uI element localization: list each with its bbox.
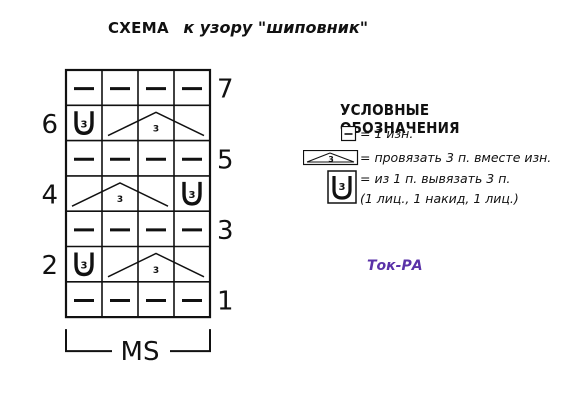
legend-item-make-3-detail: (1 лиц., 1 накид, 1 лиц.)	[360, 191, 519, 206]
purl-3-together-icon: 3	[302, 149, 359, 171]
symbol-digit: 3	[153, 125, 159, 135]
symbol-digit: 3	[81, 261, 88, 272]
row-number-left: 4	[41, 181, 58, 211]
row-number-right: 1	[217, 286, 234, 316]
symbol-digit: 3	[153, 266, 159, 276]
title-pattern-name: к узору "шиповник"	[183, 18, 369, 37]
symbol-digit: 3	[189, 190, 196, 201]
row-number-right: 3	[217, 216, 234, 246]
make-3-from-1-symbol	[74, 252, 94, 277]
purl-3-together-symbol	[71, 182, 169, 207]
legend-item-make-3: = из 1 п. вывязать 3 п.	[360, 171, 511, 186]
legend-title: УСЛОВНЫЕ ОБОЗНАЧЕНИЯ	[340, 101, 460, 137]
make-3-from-1-symbol	[74, 111, 94, 136]
make-3-from-1-symbol	[182, 181, 202, 206]
row-number-left: 6	[41, 110, 58, 140]
watermark: Ток-РА	[367, 258, 423, 274]
symbol-digit: 3	[81, 119, 88, 130]
row-number-right: 5	[217, 145, 234, 175]
row-number-right: 7	[217, 75, 234, 105]
row-number-left: 2	[41, 251, 58, 281]
title-scheme-word: СХЕМА	[108, 19, 169, 37]
repeat-bracket-right	[170, 329, 211, 353]
svg-text:3: 3	[339, 182, 346, 193]
chart-grid	[64, 68, 212, 319]
legend-item-purl: = 1 изн.	[360, 126, 414, 141]
repeat-label: MS	[121, 337, 160, 367]
symbol-digit: 3	[117, 195, 123, 205]
legend-item-purl-3-together: = провязать 3 п. вместе изн.	[360, 150, 552, 165]
row-numbers: 7 5 3 1 6 4 2MS	[41, 75, 233, 367]
purl-icon	[340, 125, 357, 147]
chart-symbols: 3 3 3 3 3 3	[71, 87, 205, 302]
repeat-bracket-left	[65, 329, 112, 353]
purl-3-together-symbol	[107, 252, 205, 278]
purl-3-together-symbol	[107, 111, 205, 137]
make-3-from-1-icon: 3	[327, 170, 357, 209]
svg-text:3: 3	[328, 155, 334, 164]
diagram-title: СХЕМА к узору "шиповник"	[108, 18, 368, 38]
